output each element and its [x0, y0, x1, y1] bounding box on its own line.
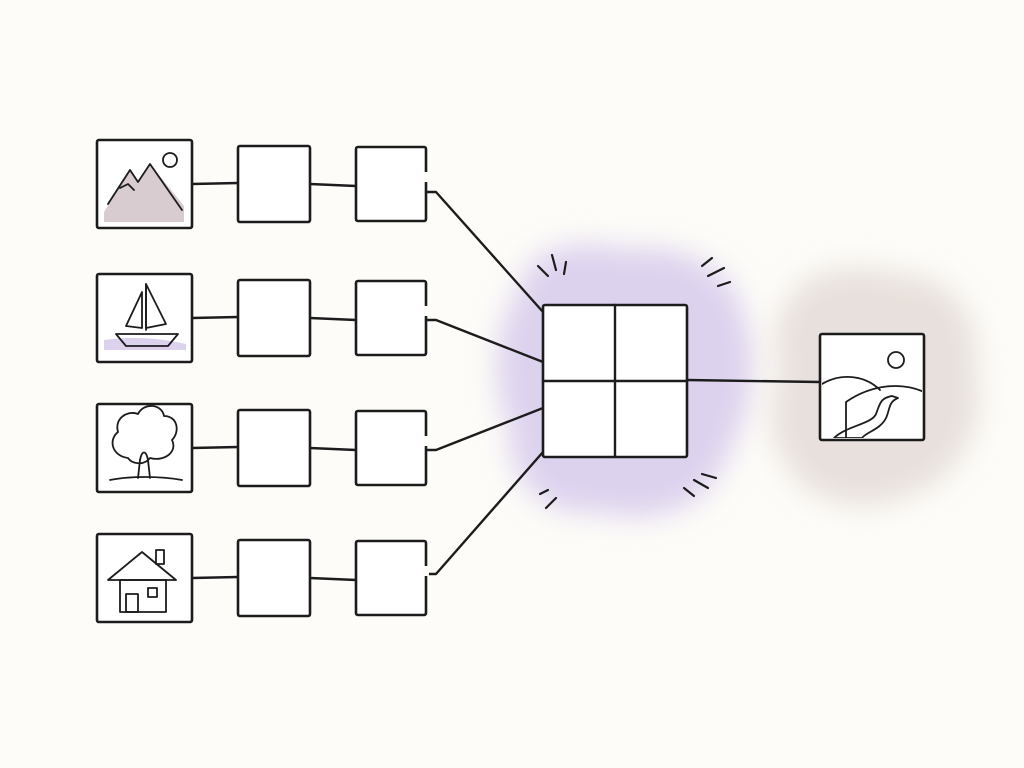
connector-stage1-stage2 — [308, 576, 358, 582]
connector-stage1-stage2 — [308, 182, 358, 188]
stage-two-box-gap — [423, 306, 429, 316]
connector-stage2-combiner — [424, 318, 545, 364]
connector-stage2-combiner — [424, 190, 545, 314]
connector-input-stage1 — [190, 575, 240, 580]
input-image-box — [95, 402, 194, 494]
tree-icon — [109, 405, 183, 481]
combiner-sparkles — [536, 253, 732, 510]
connector-input-stage1 — [190, 445, 240, 450]
stage-two-box — [354, 279, 428, 357]
stage-two-box — [354, 409, 428, 487]
landscape-river-icon — [822, 351, 922, 438]
stage-two-box-gap — [423, 172, 429, 182]
stage-two-box-gap — [423, 436, 429, 446]
connector-stage1-stage2 — [308, 316, 358, 322]
stage-one-box — [236, 538, 312, 618]
connector-input-stage1 — [190, 181, 240, 186]
sailboat-icon — [104, 283, 186, 350]
stage-two-box — [354, 539, 428, 617]
connector-stage2-combiner — [424, 406, 545, 452]
house-icon — [107, 549, 177, 613]
connector-stage1-stage2 — [308, 446, 358, 452]
mountain-icon — [104, 152, 184, 222]
stage-one-box — [236, 278, 312, 358]
stage-two-box — [354, 145, 428, 223]
stage-two-box-gap — [423, 566, 429, 576]
stage-one-box — [236, 144, 312, 224]
connector-input-stage1 — [190, 315, 240, 320]
connector-stage2-combiner — [424, 450, 545, 576]
connector-combiner-output — [685, 378, 822, 384]
stage-one-box — [236, 408, 312, 488]
